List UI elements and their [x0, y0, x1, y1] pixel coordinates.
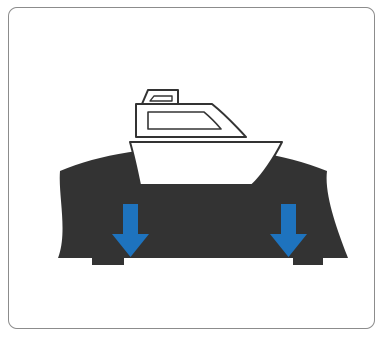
base-foot-right: [293, 255, 323, 265]
base-foot-left: [92, 255, 124, 265]
boat-icon: [130, 90, 282, 185]
